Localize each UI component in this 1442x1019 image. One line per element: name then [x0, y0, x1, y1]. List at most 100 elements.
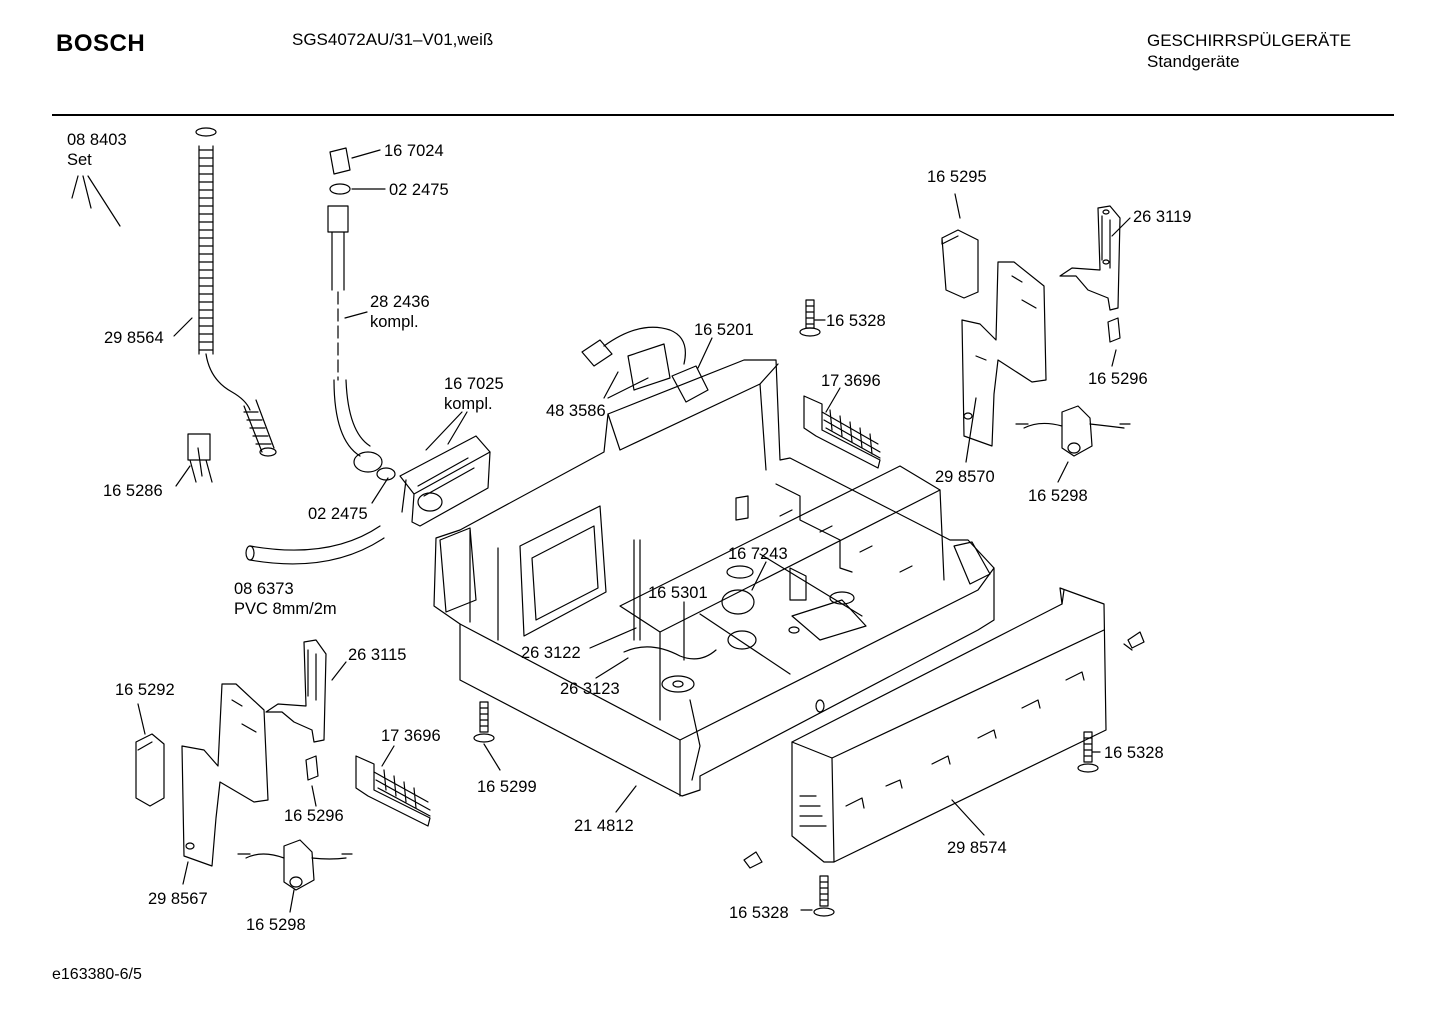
part-number: 16 5292: [115, 681, 175, 699]
part-label-165296-bottom: 16 5296: [284, 806, 344, 826]
part-number: 16 5298: [246, 916, 306, 934]
screw-right: [1077, 731, 1099, 773]
part-number: 21 4812: [574, 817, 634, 835]
part-number: 16 5299: [477, 778, 537, 796]
part-label-298570: 29 8570: [935, 467, 995, 487]
part-label-165299: 16 5299: [477, 777, 537, 797]
part-note: kompl.: [444, 395, 493, 413]
part-label-088403: 08 8403 Set: [67, 130, 127, 170]
inlet-hose: [327, 147, 396, 481]
part-label-165328-top: 16 5328: [826, 311, 886, 331]
part-number: 16 5295: [927, 168, 987, 186]
part-label-165328-right: 16 5328: [1104, 743, 1164, 763]
part-label-165201: 16 5201: [694, 320, 754, 340]
leader-lines: [71, 149, 1131, 913]
part-note: kompl.: [370, 313, 419, 331]
part-number: 26 3122: [521, 644, 581, 662]
part-number: 17 3696: [381, 727, 441, 745]
part-note: PVC 8mm/2m: [234, 600, 337, 618]
part-label-483586: 48 3586: [546, 401, 606, 421]
spring-lower: [355, 755, 431, 827]
part-label-298564: 29 8564: [104, 328, 164, 348]
base-tub: [433, 359, 995, 797]
side-panel-right: [961, 261, 1047, 447]
part-label-165292: 16 5292: [115, 680, 175, 700]
part-number: 26 3115: [348, 646, 407, 664]
pvc-hose: [245, 525, 385, 565]
part-label-282436: 28 2436 kompl.: [370, 292, 430, 332]
part-label-165286: 16 5286: [103, 481, 163, 501]
side-panel-left: [181, 683, 269, 867]
valve-block: [399, 435, 491, 527]
part-label-022475-bottom: 02 2475: [308, 504, 368, 524]
drain-hose: [195, 127, 277, 457]
part-number: 16 5328: [1104, 744, 1164, 762]
screw-top: [799, 299, 821, 337]
category-title: GESCHIRRSPÜLGERÄTE: [1147, 31, 1352, 50]
screw-side: [1123, 631, 1145, 651]
part-number: 26 3119: [1133, 208, 1192, 226]
small-clip-left: [305, 755, 319, 781]
part-label-167243: 16 7243: [728, 544, 788, 564]
part-label-165328-bottom: 16 5328: [729, 903, 789, 923]
part-number: 16 5296: [284, 807, 344, 825]
brand-logo: BOSCH: [56, 30, 146, 57]
part-number: 29 8574: [947, 839, 1007, 857]
part-number: 16 5328: [826, 312, 886, 330]
part-number: 16 5301: [648, 584, 708, 602]
part-number: 26 3123: [560, 680, 620, 698]
part-number: 29 8570: [935, 468, 995, 486]
part-label-263122: 26 3122: [521, 643, 581, 663]
part-number: 48 3586: [546, 402, 606, 420]
part-label-165295: 16 5295: [927, 167, 987, 187]
part-number: 16 7025: [444, 375, 504, 393]
part-number: 08 6373: [234, 580, 294, 598]
part-number: 16 7243: [728, 545, 788, 563]
part-number: 16 7024: [384, 142, 444, 160]
part-number: 17 3696: [821, 372, 881, 390]
part-label-167025: 16 7025 kompl.: [444, 374, 504, 414]
part-number: 16 5296: [1088, 370, 1148, 388]
part-label-298567: 29 8567: [148, 889, 208, 909]
category: GESCHIRRSPÜLGERÄTE Standgeräte: [1147, 30, 1351, 72]
sensor-upper: [1015, 405, 1131, 457]
model-number: SGS4072AU/31–V01,weiß: [292, 30, 494, 49]
kickplate: [791, 587, 1107, 863]
part-number: 02 2475: [308, 505, 368, 523]
part-number: 16 5286: [103, 482, 163, 500]
part-label-298574: 29 8574: [947, 838, 1007, 858]
screw-foot: [473, 701, 495, 743]
part-label-165298-top: 16 5298: [1028, 486, 1088, 506]
part-label-214812: 21 4812: [574, 816, 634, 836]
part-label-173696-top: 17 3696: [821, 371, 881, 391]
cable-connector: [581, 326, 709, 403]
document-code: e163380-6/5: [52, 966, 142, 983]
part-number: 29 8567: [148, 890, 208, 908]
part-label-263123: 26 3123: [560, 679, 620, 699]
header-divider: [52, 114, 1394, 116]
part-number: 02 2475: [389, 181, 449, 199]
part-label-165301: 16 5301: [648, 583, 708, 603]
part-note: Set: [67, 151, 92, 169]
part-label-167024: 16 7024: [384, 141, 444, 161]
part-number: 29 8564: [104, 329, 164, 347]
part-label-165298-bottom: 16 5298: [246, 915, 306, 935]
part-label-086373: 08 6373 PVC 8mm/2m: [234, 579, 337, 619]
small-clip-right: [1107, 317, 1121, 343]
bracket-top: [941, 229, 979, 299]
part-number: 16 5298: [1028, 487, 1088, 505]
part-label-022475-top: 02 2475: [389, 180, 449, 200]
screw-bottom: [743, 851, 835, 917]
part-label-263115: 26 3115: [348, 645, 406, 665]
category-subtitle: Standgeräte: [1147, 52, 1240, 71]
part-label-173696-bottom: 17 3696: [381, 726, 441, 746]
bracket-left: [265, 639, 327, 743]
part-label-263119: 26 3119: [1133, 207, 1191, 227]
hose-clip: [187, 433, 213, 483]
sump-parts: [623, 565, 867, 693]
bracket-right: [1059, 205, 1121, 311]
part-number: 16 5201: [694, 321, 754, 339]
part-number: 28 2436: [370, 293, 430, 311]
part-number: 16 5328: [729, 904, 789, 922]
